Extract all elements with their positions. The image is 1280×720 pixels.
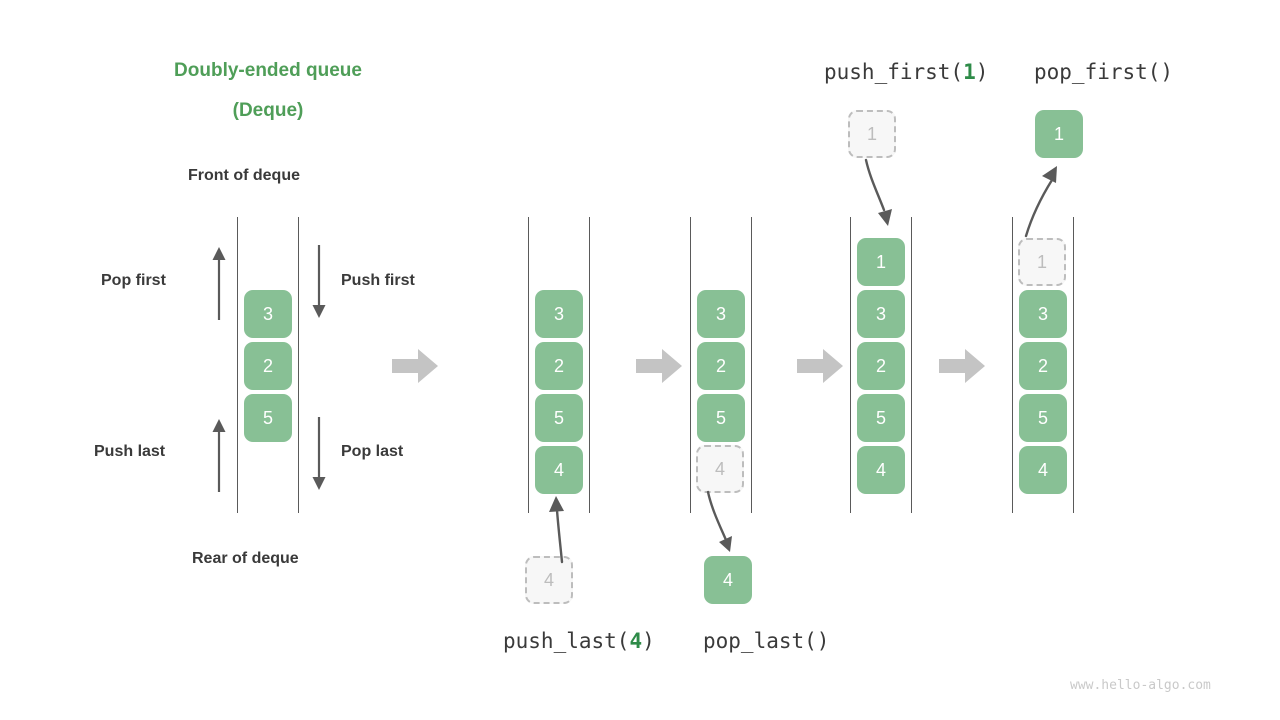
stack-1-cell-1: 2 xyxy=(244,342,292,390)
stack-3-rail-left xyxy=(690,217,691,513)
pop-last-motion-arrow-icon xyxy=(700,490,744,558)
push-first-motion-arrow-icon xyxy=(858,158,904,234)
stack-5-cell-4: 4 xyxy=(1019,446,1067,494)
step-arrow-3-icon xyxy=(797,349,843,383)
stack-1-cell-0: 3 xyxy=(244,290,292,338)
diagram-title-line1: Doubly-ended queue xyxy=(174,60,362,81)
pop-last-label: Pop last xyxy=(341,443,404,460)
stack-5-rail-right xyxy=(1073,217,1074,513)
stack-5-rail-left xyxy=(1012,217,1013,513)
stack-5-cell-1: 3 xyxy=(1019,290,1067,338)
step-arrow-4-icon xyxy=(939,349,985,383)
push-first-op-arg: 1 xyxy=(963,60,976,84)
stack-4-rail-right xyxy=(911,217,912,513)
stack-2-rail-right xyxy=(589,217,590,513)
stack-5-cell-0: 1 xyxy=(1018,238,1066,286)
stack-4-incoming-cell: 1 xyxy=(848,110,896,158)
stack-4-cell-3: 5 xyxy=(857,394,905,442)
stack-2-cell-2: 5 xyxy=(535,394,583,442)
push-first-arrow-icon xyxy=(306,245,332,320)
stack-2-incoming-cell: 4 xyxy=(525,556,573,604)
push-first-operation-label: push_first(1) xyxy=(824,60,988,84)
pop-last-operation-label: pop_last() xyxy=(703,629,829,653)
stack-1-cell-2: 5 xyxy=(244,394,292,442)
push-last-op-close: ) xyxy=(642,629,655,653)
push-first-label: Push first xyxy=(341,272,415,289)
push-last-motion-arrow-icon xyxy=(540,490,580,564)
step-arrow-2-icon xyxy=(636,349,682,383)
pop-last-op-name: pop_last() xyxy=(703,629,830,653)
push-last-arrow-icon xyxy=(206,417,232,492)
pop-first-operation-label: pop_first() xyxy=(1034,60,1173,84)
stack-4-rail-left xyxy=(850,217,851,513)
diagram-title-line2: (Deque) xyxy=(232,100,304,121)
pop-first-arrow-icon xyxy=(206,245,232,320)
front-of-deque-label: Front of deque xyxy=(188,167,300,184)
pop-last-arrow-icon xyxy=(306,417,332,492)
pop-first-label: Pop first xyxy=(101,272,166,289)
push-last-op-name: push_last( xyxy=(503,629,630,653)
push-first-op-close: ) xyxy=(975,60,989,84)
stack-4-cell-0: 1 xyxy=(857,238,905,286)
stack-3-cell-2: 5 xyxy=(697,394,745,442)
stack-2-cell-1: 2 xyxy=(535,342,583,390)
stack-3-cell-3: 4 xyxy=(696,445,744,493)
watermark: www.hello-algo.com xyxy=(1070,678,1211,693)
stack-5-cell-2: 2 xyxy=(1019,342,1067,390)
stack-3-rail-right xyxy=(751,217,752,513)
stack-4-cell-2: 2 xyxy=(857,342,905,390)
stack-2-rail-left xyxy=(528,217,529,513)
stack-3-outgoing-cell: 4 xyxy=(704,556,752,604)
push-first-op-name: push_first( xyxy=(824,60,964,84)
stack-5-outgoing-cell: 1 xyxy=(1035,110,1083,158)
stack-3-cell-0: 3 xyxy=(697,290,745,338)
pop-first-op-name: pop_first() xyxy=(1034,60,1174,84)
stack-1-rail-left xyxy=(237,217,238,513)
stack-3-cell-1: 2 xyxy=(697,342,745,390)
push-last-label: Push last xyxy=(94,443,166,460)
push-last-op-arg: 4 xyxy=(629,629,643,653)
push-last-operation-label: push_last(4) xyxy=(503,629,655,653)
step-arrow-1-icon xyxy=(392,349,438,383)
stack-2-cell-3: 4 xyxy=(535,446,583,494)
pop-first-motion-arrow-icon xyxy=(1014,158,1060,238)
stack-4-cell-4: 4 xyxy=(857,446,905,494)
stack-5-cell-3: 5 xyxy=(1019,394,1067,442)
stack-2-cell-0: 3 xyxy=(535,290,583,338)
stack-4-cell-1: 3 xyxy=(857,290,905,338)
stack-1-rail-right xyxy=(298,217,299,513)
rear-of-deque-label: Rear of deque xyxy=(192,550,299,567)
